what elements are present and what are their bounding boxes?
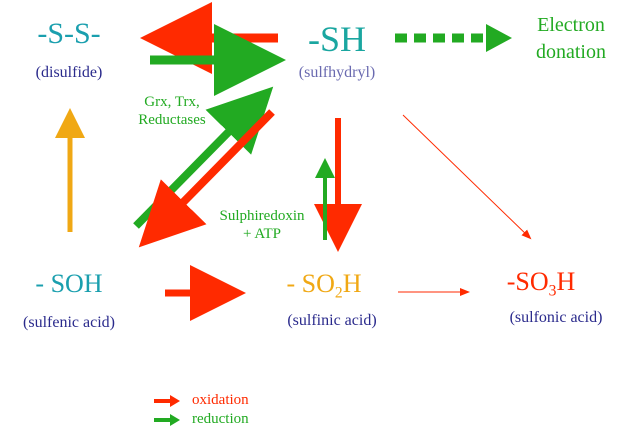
sulfenic-formula: - SOH bbox=[35, 269, 103, 298]
electron-donation-label: Electron donation bbox=[536, 14, 606, 63]
sulfinic-formula: - SO2H bbox=[286, 269, 362, 302]
legend-reduction: reduction bbox=[152, 410, 249, 429]
sulfonic-formula-sub: 3 bbox=[548, 282, 557, 300]
legend-oxidation-label: oxidation bbox=[192, 392, 249, 408]
sulfenic-caption: (sulfenic acid) bbox=[23, 314, 115, 331]
legend-oxidation: oxidation bbox=[152, 391, 249, 410]
sulfinic-formula-prefix: - SO bbox=[286, 269, 335, 298]
arrow-sh-to-sulfonic bbox=[402, 114, 532, 240]
sulfinic-caption: (sulfinic acid) bbox=[287, 312, 377, 329]
disulfide-formula: -S-S- bbox=[37, 18, 100, 50]
legend-reduction-label: reduction bbox=[192, 411, 249, 427]
sulfonic-formula-suffix: H bbox=[556, 267, 576, 296]
reductases-label: Grx, Trx, Reductases bbox=[138, 94, 206, 128]
sulphiredoxin-label: Sulphiredoxin + ATP bbox=[219, 208, 305, 242]
sulfonic-formula-prefix: -SO bbox=[506, 267, 549, 296]
arrow-electron-donation-head bbox=[486, 24, 512, 52]
sulfonic-caption: (sulfonic acid) bbox=[509, 309, 603, 326]
sulfinic-formula-suffix: H bbox=[342, 269, 362, 298]
legend-oxidation-arrow-icon bbox=[154, 394, 180, 407]
legend: oxidation reduction bbox=[152, 391, 249, 429]
disulfide-formula-text: -S-S- bbox=[37, 17, 101, 50]
sulfhydryl-formula: -SH bbox=[307, 19, 367, 59]
sulfinic-formula-sub: 2 bbox=[334, 284, 343, 302]
disulfide-caption: (disulfide) bbox=[35, 64, 103, 81]
sulfonic-formula: -SO3H bbox=[506, 267, 576, 300]
legend-reduction-arrow-icon bbox=[154, 413, 180, 426]
sulfhydryl-caption: (sulfhydryl) bbox=[298, 64, 376, 81]
arrow-sh-to-sulfenic bbox=[138, 109, 275, 248]
